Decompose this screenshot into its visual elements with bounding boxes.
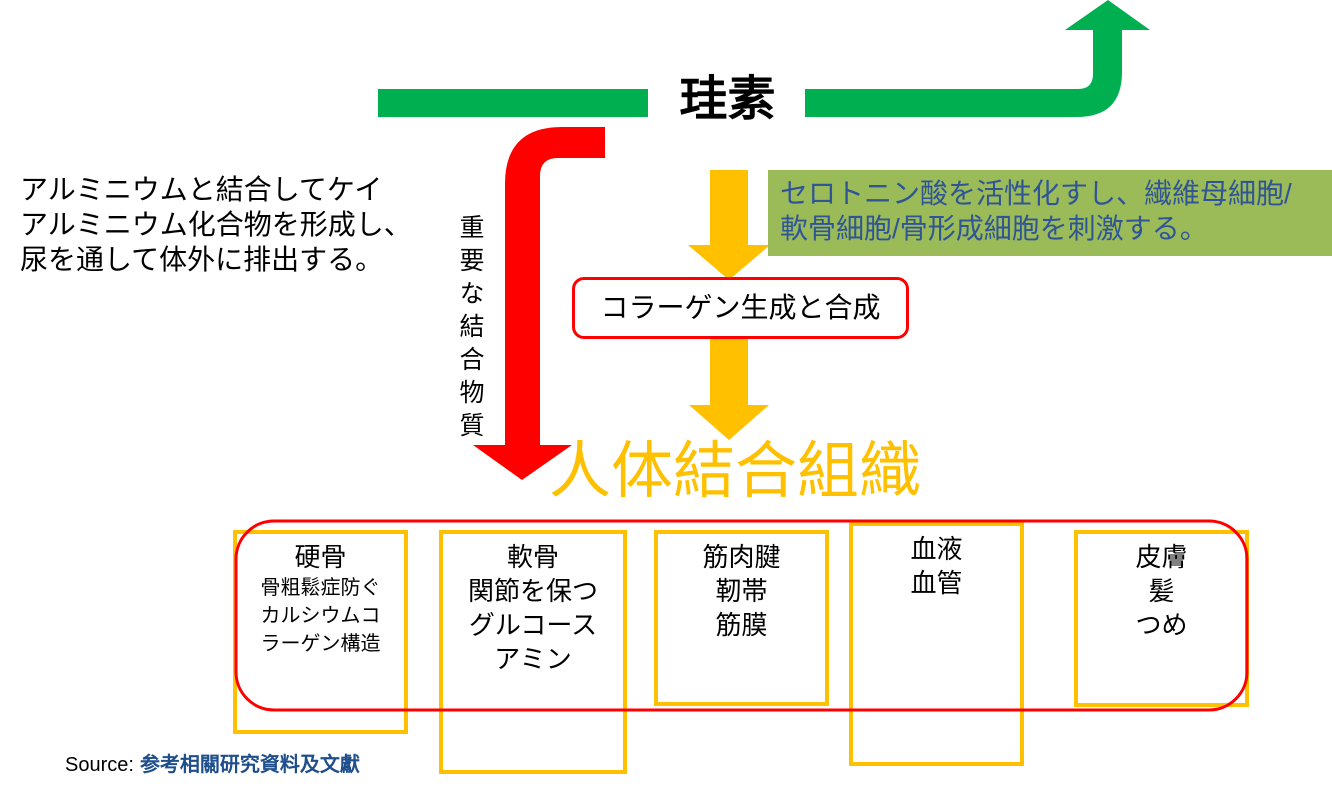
tissue-title: 硬骨: [294, 542, 347, 572]
gold-arrow-to-tissue: [689, 338, 769, 440]
aluminium-note-line: 尿を通して体外に排出する。: [20, 244, 384, 275]
red-arrow-down: [473, 127, 605, 480]
source-credit: Source:参考相關研究資料及文獻: [65, 752, 360, 778]
silicon-title: 珪素: [679, 73, 776, 126]
tissue-line: 靭帯: [715, 576, 768, 606]
tissue-box-tendon: 筋肉腱 靭帯 筋膜: [654, 530, 829, 706]
green-bar-left: [378, 89, 648, 117]
gold-arrow-to-process: [688, 170, 770, 280]
tissue-title: 皮膚: [1135, 542, 1188, 572]
serotonin-effect-note: セロトニン酸を活性化すし、繊維母細胞/ 軟骨細胞/骨形成細胞を刺激する。: [768, 170, 1332, 256]
tissue-line: 骨粗鬆症防ぐ: [260, 577, 381, 599]
tissue-line: 関節を保つ: [467, 576, 598, 606]
effect-note-line: セロトニン酸を活性化すし、繊維母細胞/: [780, 178, 1292, 209]
tissue-line: 筋膜: [715, 610, 768, 640]
tissue-title: 血液: [910, 534, 963, 564]
effect-note-line: 軟骨細胞/骨形成細胞を刺激する。: [780, 213, 1208, 244]
tissue-line: つめ: [1135, 610, 1188, 640]
tissue-line: グルコース: [468, 610, 598, 640]
aluminium-note: アルミニウムと結合してケイ アルミニウム化合物を形成し、 尿を通して体外に排出す…: [20, 172, 440, 277]
tissue-box-blood: 血液 血管: [849, 522, 1024, 766]
tissue-box-hard-bone: 硬骨 骨粗鬆症防ぐ カルシウムコ ラーゲン構造: [233, 530, 408, 734]
source-text: 参考相關研究資料及文獻: [139, 754, 360, 776]
tissue-box-cartilage: 軟骨 関節を保つ グルコース アミン: [439, 530, 627, 774]
important-binder-label: 重要な結合物質: [456, 214, 484, 445]
tissue-title: 筋肉腱: [702, 542, 781, 572]
tissue-line: カルシウムコ: [260, 605, 381, 627]
green-arrow-up: [805, 0, 1150, 117]
tissue-line: 髪: [1148, 576, 1175, 606]
connective-tissue-label: 人体結合組織: [548, 437, 921, 506]
tissue-title: 軟骨: [506, 542, 559, 572]
collagen-process-box: コラーゲン生成と合成: [572, 277, 909, 339]
source-label: Source:: [65, 754, 134, 776]
aluminium-note-line: アルミニウムと結合してケイ: [20, 174, 383, 205]
tissue-line: ラーゲン構造: [260, 633, 381, 655]
tissue-line: アミン: [494, 644, 572, 674]
tissue-box-skin: 皮膚 髪 つめ: [1074, 530, 1249, 707]
tissue-line: 血管: [910, 568, 963, 598]
aluminium-note-line: アルミニウム化合物を形成し、: [20, 209, 412, 240]
